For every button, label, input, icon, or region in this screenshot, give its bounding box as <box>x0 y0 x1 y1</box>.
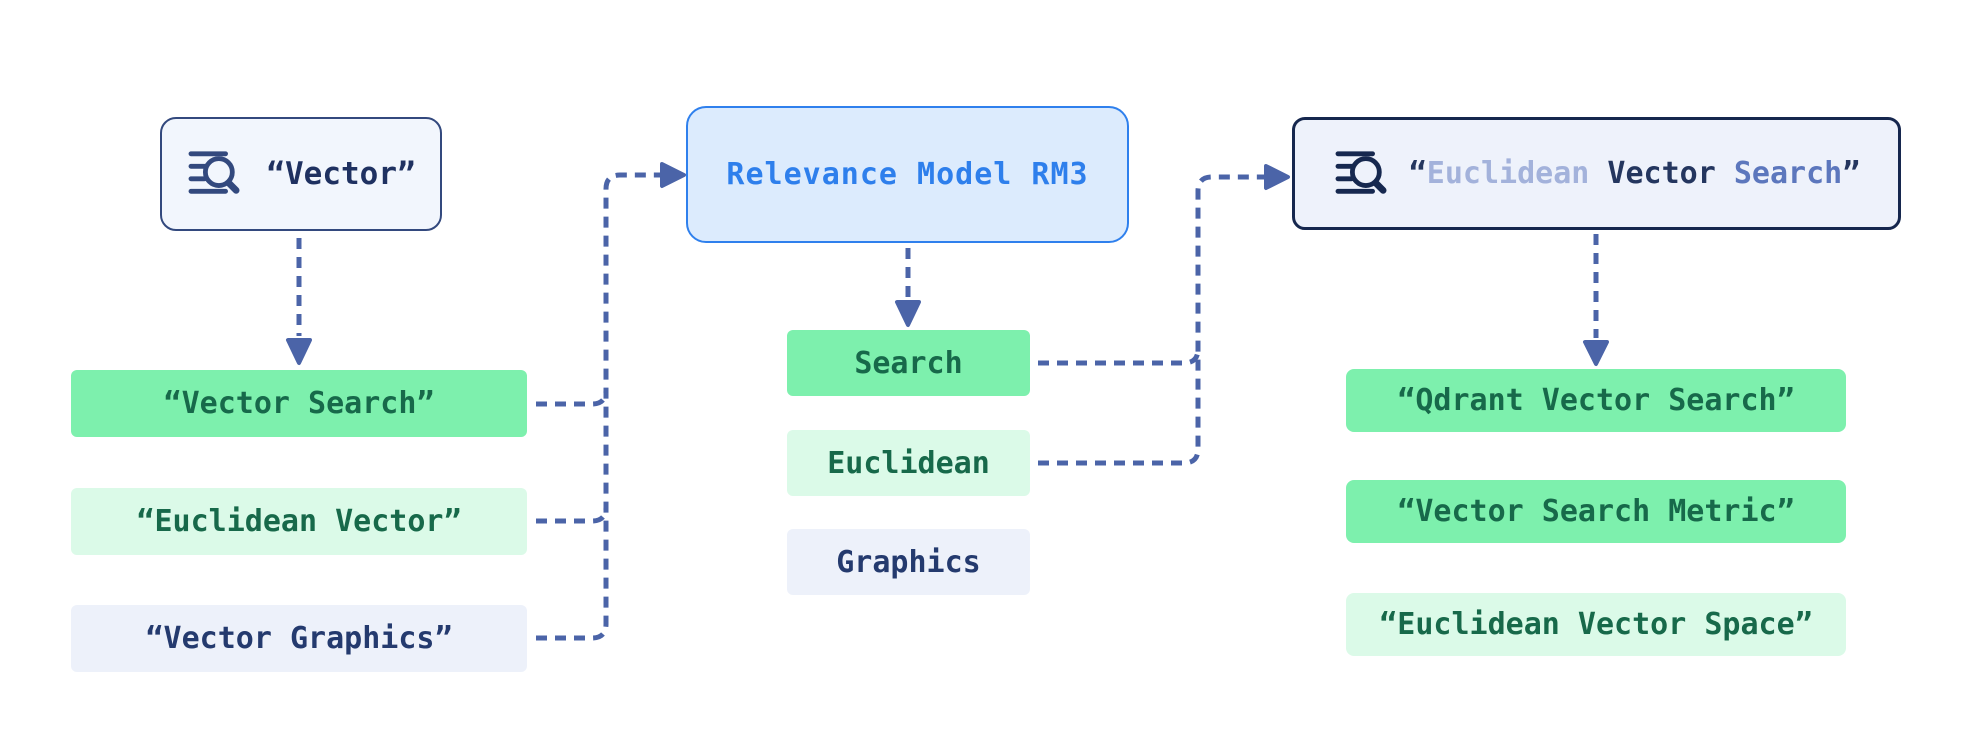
expansion-term-graphics: Graphics <box>787 529 1030 595</box>
row-label: “Vector Search Metric” <box>1397 494 1795 529</box>
mid-merge-branch-search <box>1038 348 1201 366</box>
expanded-query-text: “Euclidean Vector Search” <box>1409 156 1861 191</box>
expanded-query-box: “Euclidean Vector Search” <box>1292 117 1901 230</box>
expanded-term-search: Search <box>1715 156 1843 191</box>
right-stem-arrowhead <box>1583 340 1609 366</box>
row-label: Graphics <box>836 544 981 580</box>
expansion-term-search: Search <box>787 330 1030 396</box>
row-label: “Qdrant Vector Search” <box>1397 383 1795 418</box>
list-search-icon <box>1333 149 1391 199</box>
original-query-text: “Vector” <box>266 156 416 192</box>
expanded-term-vector: Vector <box>1607 156 1716 191</box>
relevance-model-label: Relevance Model RM3 <box>726 157 1089 192</box>
row-label: Euclidean <box>827 445 990 481</box>
left-result-row-vector-search: “Vector Search” <box>71 370 527 437</box>
list-search-icon <box>186 149 244 199</box>
mid-merge-arrowhead <box>1264 164 1290 190</box>
original-query-box: “Vector” <box>160 117 442 231</box>
left-result-row-euclidean-vector: “Euclidean Vector” <box>71 488 527 555</box>
expanded-term-euclidean: Euclidean <box>1426 156 1608 191</box>
row-label: “Euclidean Vector Space” <box>1379 607 1813 642</box>
left-merge-branch-euclidean-vector <box>536 506 609 524</box>
left-merge-arrowhead <box>660 162 686 188</box>
row-label: Search <box>854 345 963 381</box>
row-label: “Euclidean Vector” <box>136 504 462 539</box>
left-merge-main-line <box>536 172 660 641</box>
right-result-row-vector-search-metric: “Vector Search Metric” <box>1346 480 1846 543</box>
relevance-model-box: Relevance Model RM3 <box>686 106 1129 243</box>
left-merge-branch-vector-search <box>536 389 609 407</box>
right-result-row-euclidean-vector-space: “Euclidean Vector Space” <box>1346 593 1846 656</box>
right-result-row-qdrant-vector-search: “Qdrant Vector Search” <box>1346 369 1846 432</box>
row-label: “Vector Search” <box>163 386 435 421</box>
mid-stem-arrowhead <box>895 300 921 327</box>
left-stem-arrowhead <box>286 338 312 365</box>
quote-close: ” <box>1842 156 1861 191</box>
left-result-row-vector-graphics: “Vector Graphics” <box>71 605 527 672</box>
expansion-term-euclidean: Euclidean <box>787 430 1030 496</box>
quote-open: “ <box>1408 156 1427 191</box>
row-label: “Vector Graphics” <box>145 621 453 656</box>
